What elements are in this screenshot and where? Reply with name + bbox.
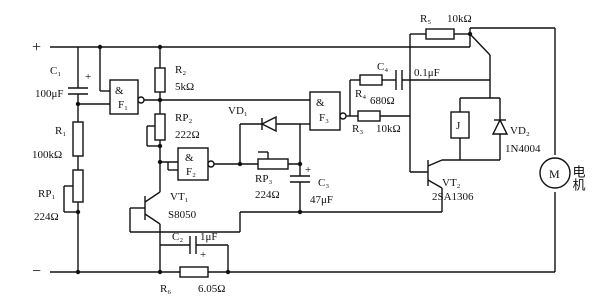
potentiometer-rp1 bbox=[63, 169, 84, 272]
junction-rp1 bbox=[75, 209, 81, 215]
r1-label: R₁ bbox=[55, 125, 66, 137]
resistor-r4 bbox=[359, 74, 396, 86]
resistor-r5 bbox=[409, 28, 470, 116]
rp1-label: RP₁ bbox=[38, 188, 55, 200]
f1-label: F₁ bbox=[118, 99, 128, 111]
capacitor-c4 bbox=[395, 70, 490, 90]
vd2-value: 1N4004 bbox=[505, 143, 541, 155]
junction-r2-f1out bbox=[157, 97, 163, 103]
r2-label: R₂ bbox=[175, 64, 186, 76]
rp3-value: 224Ω bbox=[255, 189, 280, 201]
relay-coil-j bbox=[450, 98, 470, 160]
junction-c2-ground bbox=[225, 269, 231, 275]
diode-vd2 bbox=[460, 98, 509, 161]
vt1-label: VT₁ bbox=[170, 191, 189, 203]
vd2-label: VD₂ bbox=[510, 125, 530, 137]
resistor-r2 bbox=[154, 47, 166, 114]
relay-label: J bbox=[456, 120, 461, 132]
f1-and-symbol: & bbox=[115, 85, 124, 97]
c2-value: 1μF bbox=[200, 231, 218, 243]
junction-vt1-ground bbox=[157, 269, 163, 275]
c3-label: C₃ bbox=[318, 177, 329, 189]
vd1-label: VD₁ bbox=[228, 105, 248, 117]
transistor-vt2 bbox=[427, 159, 460, 212]
gate-f1 bbox=[99, 47, 310, 115]
rp2-value: 222Ω bbox=[175, 129, 200, 141]
r4-value: 680Ω bbox=[370, 95, 395, 107]
potentiometer-rp3 bbox=[257, 151, 289, 170]
junction-r2-vcc bbox=[157, 44, 163, 50]
negative-rail bbox=[50, 192, 556, 273]
resistor-r1 bbox=[72, 121, 84, 170]
gate-f3 bbox=[309, 91, 350, 131]
r5-label: R₅ bbox=[420, 13, 431, 25]
resistor-r3 bbox=[357, 110, 410, 122]
f2-and-symbol: & bbox=[185, 152, 194, 164]
resistor-r6 bbox=[179, 266, 209, 278]
junction-c3 bbox=[297, 161, 303, 167]
motor-symbol: M bbox=[549, 167, 560, 181]
f3-and-symbol: & bbox=[316, 97, 325, 109]
motor bbox=[539, 157, 571, 189]
f3-label: F₃ bbox=[319, 112, 329, 124]
minus-terminal-label: − bbox=[32, 263, 41, 280]
r6-value: 6.05Ω bbox=[198, 283, 225, 295]
f2-label: F₂ bbox=[186, 166, 196, 178]
vt1-value: S8050 bbox=[168, 209, 197, 221]
r3-label: R₃ bbox=[352, 123, 363, 135]
junction-rp1-ground bbox=[75, 269, 81, 275]
c3-value: 47μF bbox=[310, 194, 333, 206]
junction-f1-vcc bbox=[97, 44, 103, 50]
c1-value: 100μF bbox=[35, 88, 64, 100]
rp1-value: 224Ω bbox=[34, 211, 59, 223]
capacitor-c3 bbox=[290, 175, 310, 212]
c2-label: C₂ bbox=[172, 231, 183, 243]
diode-vd1 bbox=[239, 115, 300, 164]
junction-rp2 bbox=[157, 143, 163, 149]
rp2-label: RP₂ bbox=[175, 112, 192, 124]
positive-rail bbox=[50, 27, 556, 155]
r3-value: 10kΩ bbox=[376, 123, 401, 135]
plus-terminal-label: + bbox=[32, 39, 41, 56]
vt2-value: 2SA1306 bbox=[432, 191, 474, 203]
c4-value: 0.1μF bbox=[414, 67, 440, 79]
c4-label: C₄ bbox=[377, 61, 388, 73]
c1-label: C₁ bbox=[50, 65, 61, 77]
capacitor-c1 bbox=[68, 47, 88, 122]
c2-polarity: + bbox=[200, 249, 206, 261]
relay-contact bbox=[469, 33, 491, 80]
rp3-label: RP₃ bbox=[255, 173, 272, 185]
transistor-vt1 bbox=[129, 182, 161, 234]
r6-label: R₆ bbox=[160, 283, 171, 295]
motor-label: 电机 bbox=[571, 165, 586, 192]
r5-value: 10kΩ bbox=[447, 13, 472, 25]
potentiometer-rp2 bbox=[146, 113, 166, 162]
capacitor-c2 bbox=[189, 236, 229, 272]
r1-value: 100kΩ bbox=[32, 149, 62, 161]
junction-c3-bus bbox=[297, 209, 303, 215]
vt2-label: VT₂ bbox=[442, 177, 461, 189]
c3-polarity: + bbox=[305, 164, 311, 176]
r2-value: 5kΩ bbox=[175, 81, 194, 93]
c1-polarity: + bbox=[85, 71, 91, 83]
r4-label: R₄ bbox=[355, 88, 366, 100]
